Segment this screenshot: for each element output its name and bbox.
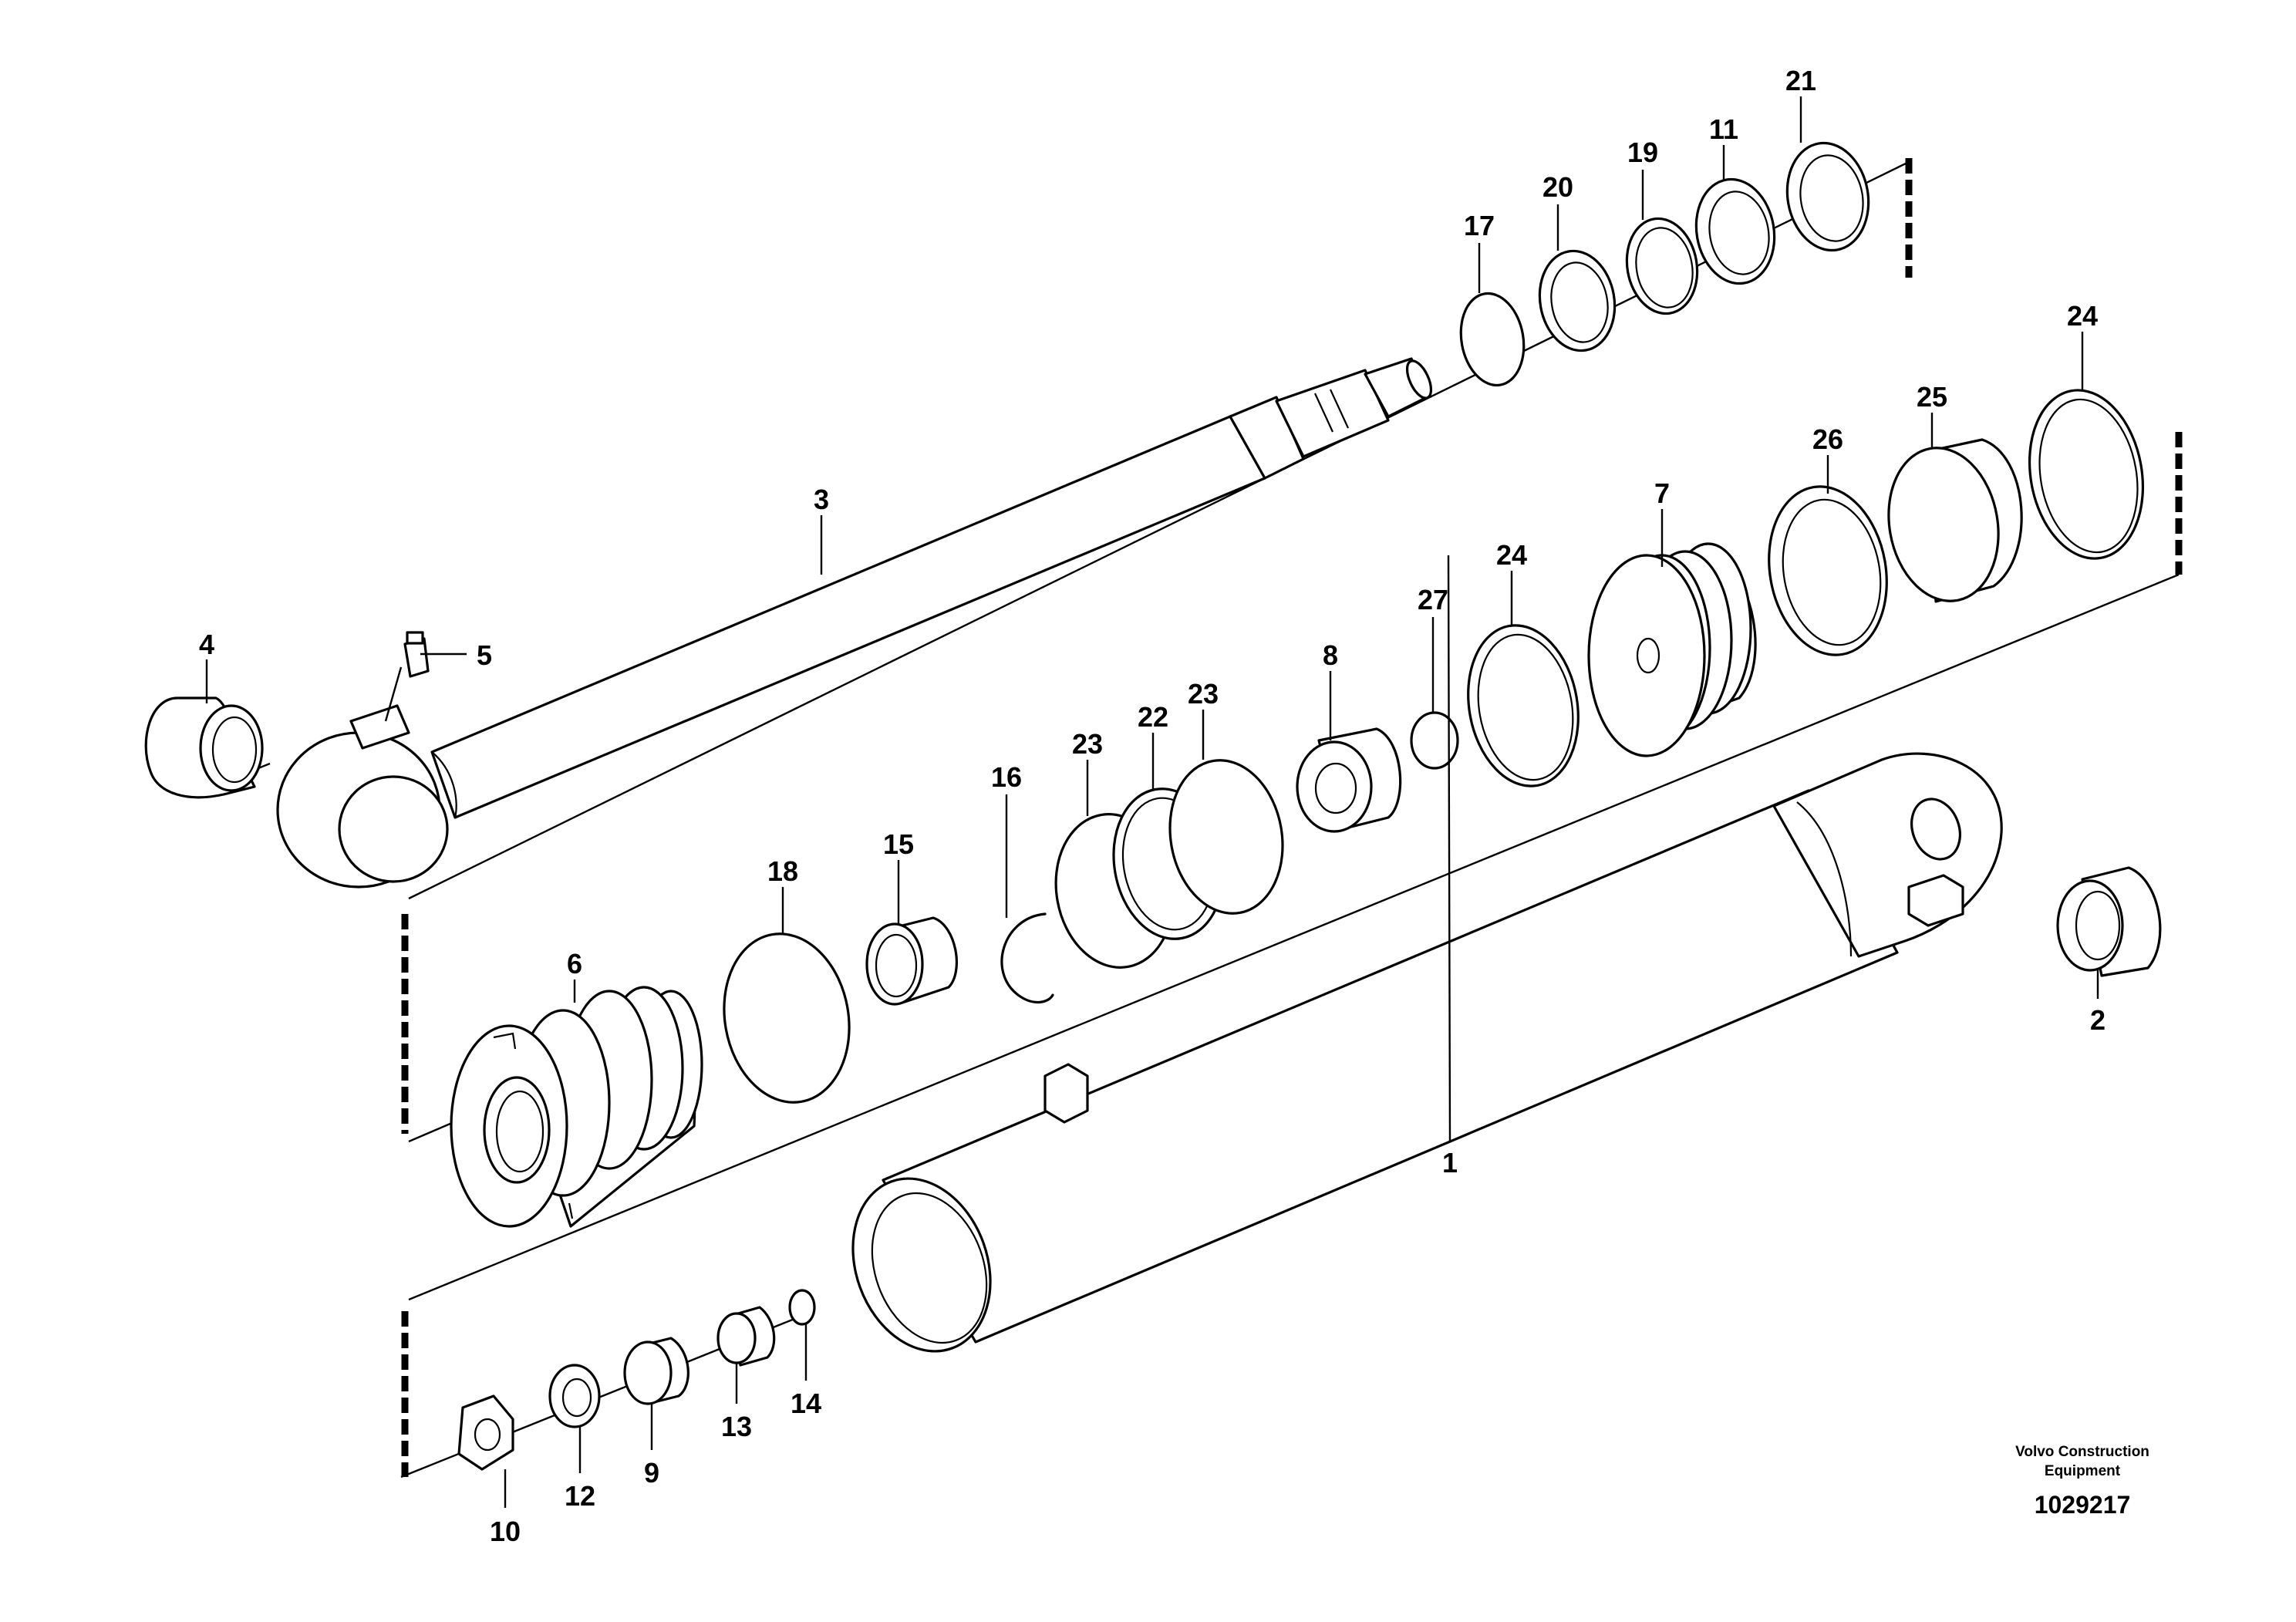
- callout-17: 17: [1464, 210, 1495, 241]
- part-ring-24-left: [1467, 624, 1580, 787]
- part-o-ring-18: [723, 932, 851, 1104]
- small-parts-row: [457, 1289, 816, 1471]
- callout-11: 11: [1709, 113, 1738, 145]
- callout-3: 3: [814, 484, 829, 515]
- callout-25: 25: [1917, 381, 1947, 413]
- callout-20: 20: [1542, 171, 1573, 203]
- part-piston-nut: [1296, 727, 1402, 833]
- callout-4: 4: [199, 629, 214, 660]
- callout-12: 12: [565, 1480, 595, 1512]
- part-bushing-15: [865, 916, 958, 1006]
- callout-7: 7: [1654, 477, 1670, 509]
- part-piston: [1587, 542, 1757, 757]
- part-cylinder-head: [450, 986, 703, 1228]
- callout-13: 13: [721, 1411, 752, 1442]
- piston-ring-set: [1054, 759, 1284, 969]
- part-cylinder-tube: [851, 752, 2003, 1353]
- callout-10: 10: [490, 1516, 521, 1547]
- callout-24a: 24: [1496, 539, 1527, 571]
- callout-8: 8: [1323, 639, 1338, 671]
- callout-15: 15: [883, 828, 914, 860]
- callout-6: 6: [567, 948, 582, 980]
- callout-leaders: [205, 96, 2099, 1508]
- callout-2: 2: [2090, 1004, 2106, 1036]
- part-piston-rod: [276, 357, 1433, 889]
- callout-14: 14: [791, 1388, 821, 1419]
- cut-marks: [401, 158, 2183, 1477]
- callout-5: 5: [477, 639, 492, 671]
- part-grease-nipple: [403, 631, 467, 678]
- brand-line-1: Volvo Construction: [2015, 1444, 2149, 1460]
- callout-19: 19: [1627, 137, 1658, 168]
- part-snap-ring-16: [1000, 912, 1054, 1003]
- brand-line-2: Equipment: [2045, 1463, 2121, 1479]
- callout-22: 22: [1138, 701, 1168, 733]
- rod-seal-set: [1459, 141, 1870, 387]
- callout-21: 21: [1785, 65, 1816, 96]
- callout-23a: 23: [1072, 728, 1103, 760]
- callout-23b: 23: [1188, 678, 1219, 710]
- callout-1: 1: [1442, 1147, 1458, 1179]
- part-bushing-right: [2056, 866, 2162, 977]
- callout-24b: 24: [2067, 300, 2098, 332]
- callout-16: 16: [991, 761, 1022, 793]
- piston-seal-set: [1768, 389, 2145, 656]
- callout-26: 26: [1812, 423, 1843, 455]
- callout-27: 27: [1418, 584, 1448, 615]
- callout-18: 18: [767, 855, 798, 887]
- part-o-ring-27: [1410, 711, 1459, 770]
- part-bushing-left: [144, 696, 264, 799]
- drawing-footer: Volvo Construction Equipment 1029217: [2015, 1444, 2149, 1519]
- callout-labels: 1 2 3 4 5 6 7 8 9 10 11 12 13 14 15 16 1…: [199, 65, 2106, 1547]
- callout-9: 9: [644, 1457, 659, 1489]
- drawing-reference-number: 1029217: [2035, 1491, 2131, 1519]
